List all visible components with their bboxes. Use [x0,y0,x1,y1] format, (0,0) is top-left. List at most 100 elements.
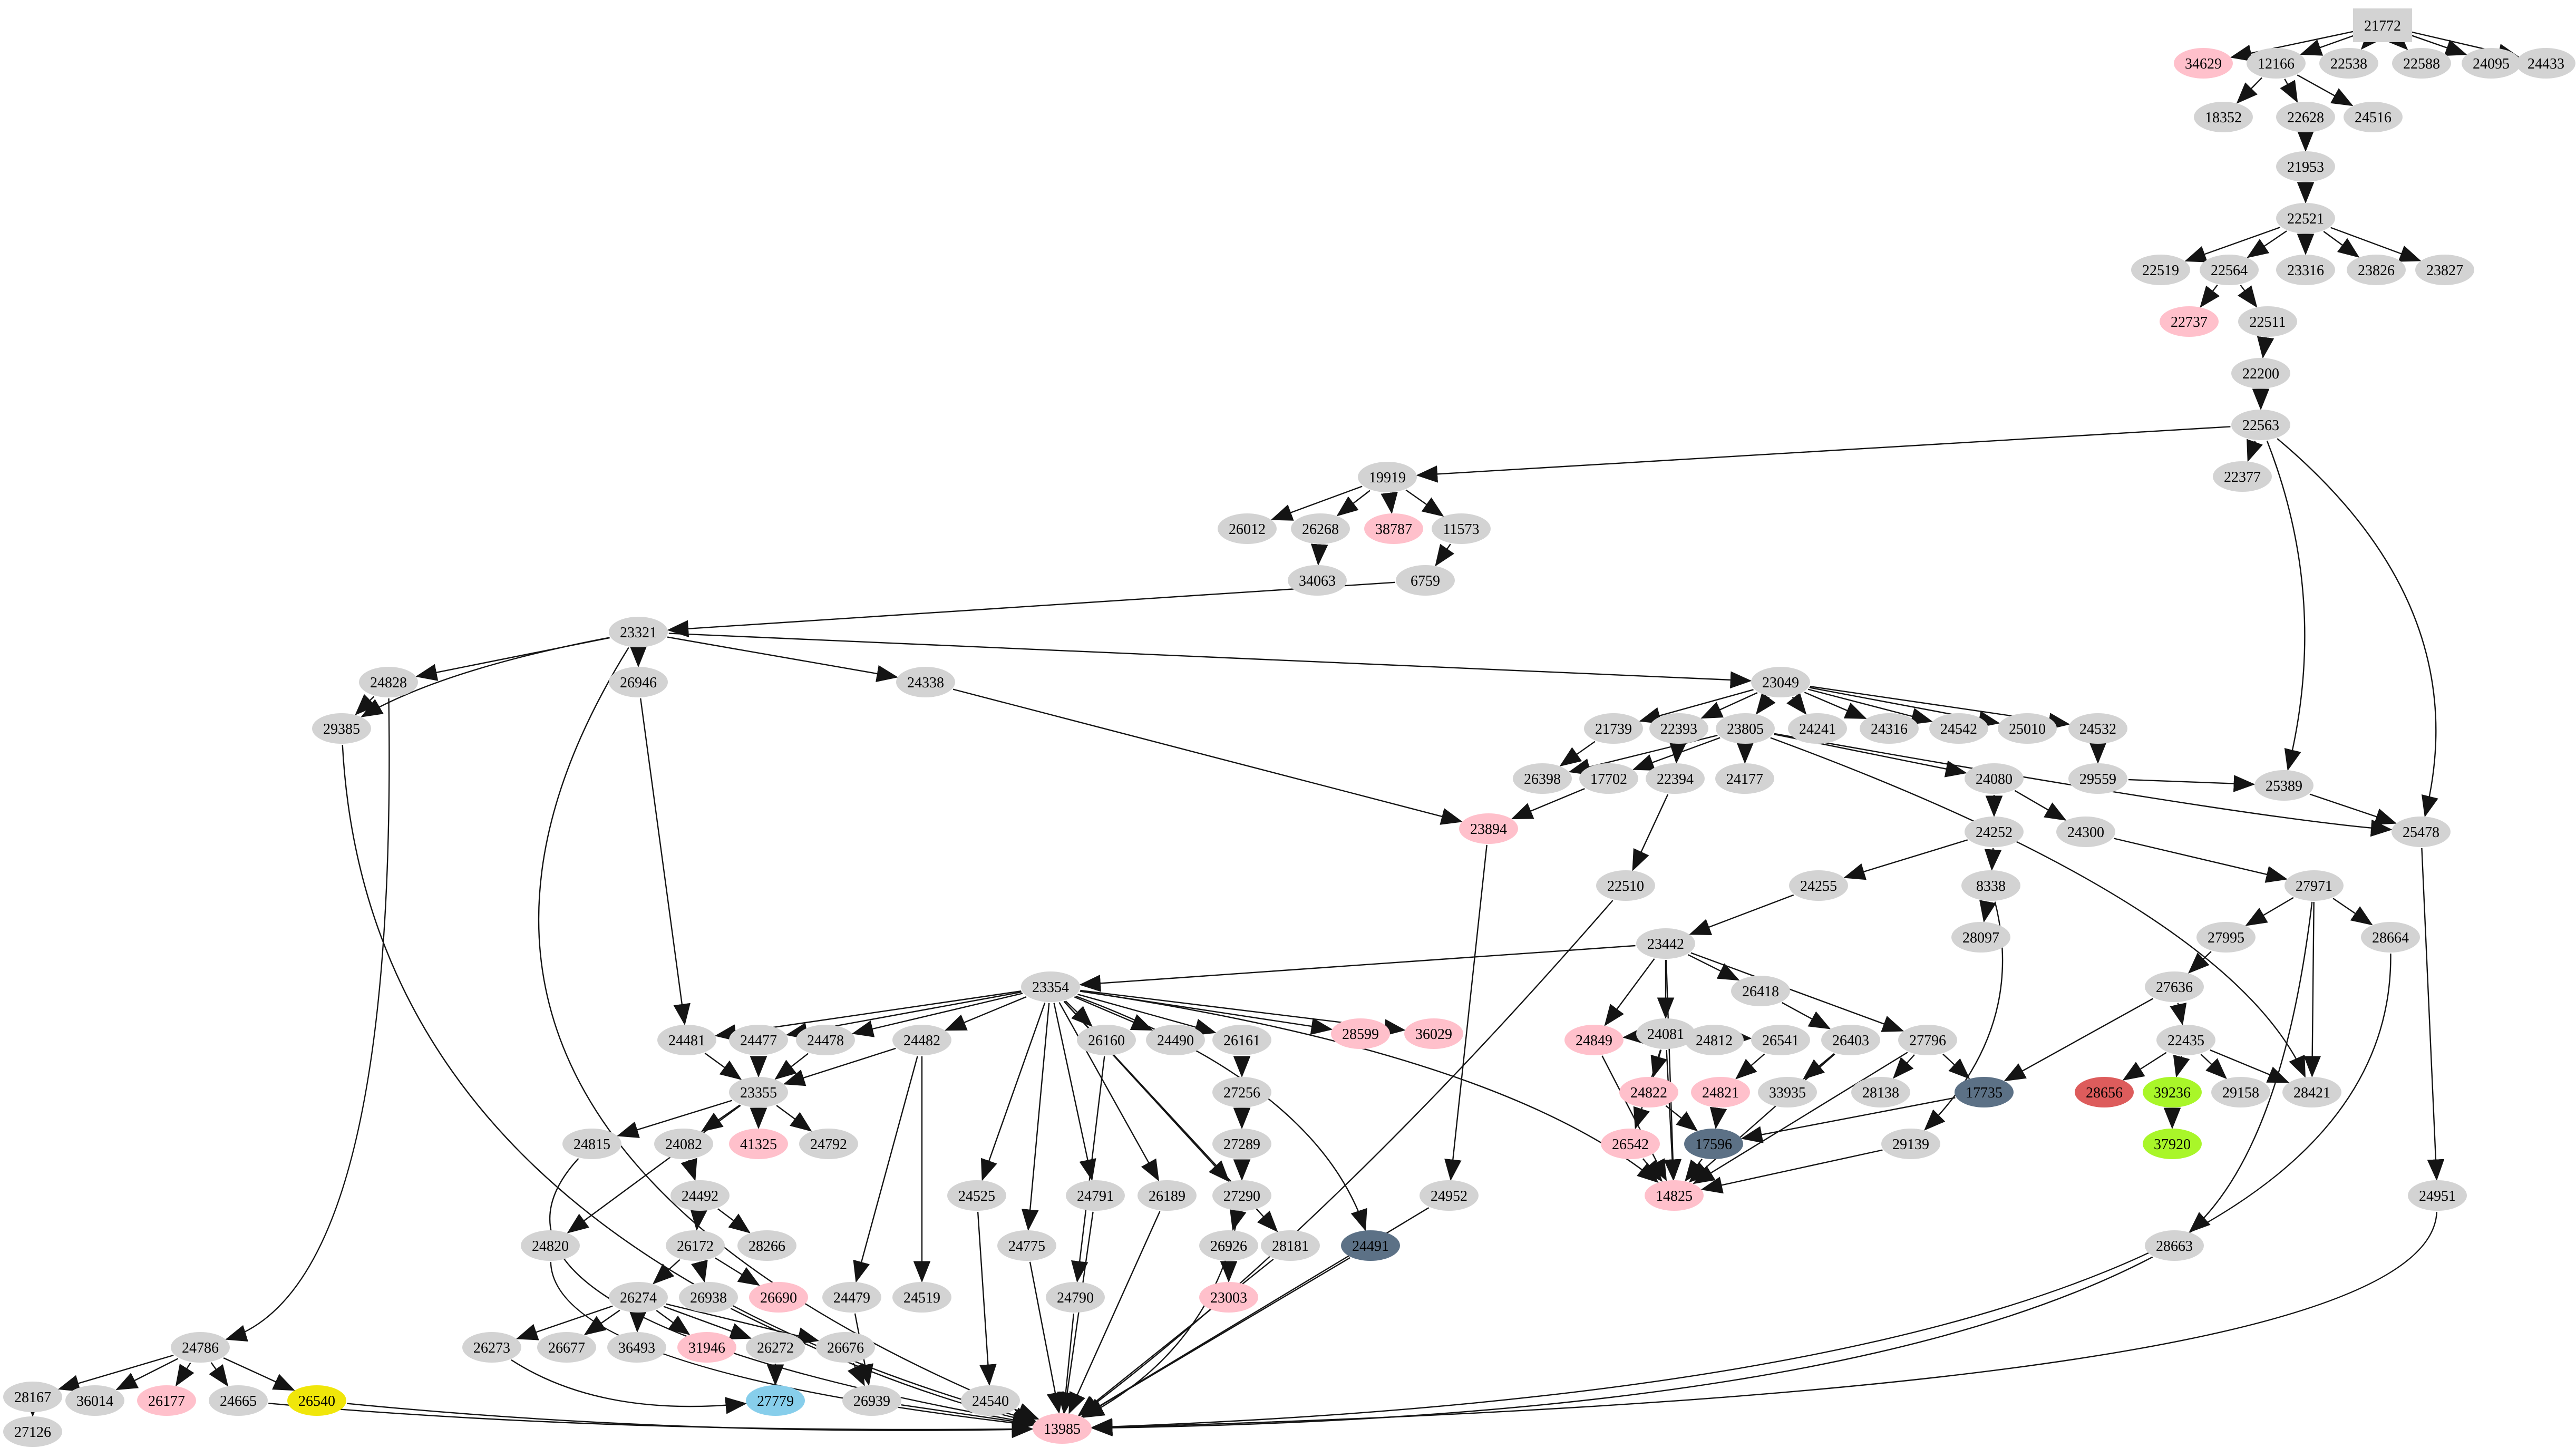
edge-27636-22435 [2170,1003,2187,1026]
node-8338: 8338 [1961,870,2020,901]
node-22377: 22377 [2213,461,2272,492]
node-22519: 22519 [2131,255,2190,285]
node-label: 24525 [958,1188,995,1204]
node-label: 12166 [2258,56,2295,72]
node-label: 24786 [182,1340,219,1356]
node-ellipse-shape [2276,151,2335,182]
node-label: 25389 [2266,778,2302,794]
node-label: 13985 [1044,1421,1081,1437]
edge-12166-22628 [2280,79,2298,103]
edge-23049-21739 [1639,689,1754,724]
edge-24338-23894 [952,688,1463,825]
node-label: 26690 [760,1290,797,1306]
edge-22564-22511 [2238,285,2258,308]
node-label: 22588 [2403,56,2440,72]
node-label: 36014 [76,1393,113,1410]
node-36029: 36029 [1404,1018,1463,1049]
node-ellipse-shape [2415,255,2474,285]
node-26161: 26161 [1212,1025,1271,1055]
node-label: 23316 [2287,263,2324,279]
edge-17596-14825 [1685,1158,1705,1182]
node-label: 24081 [1647,1026,1684,1043]
node-label: 28421 [2293,1085,2330,1101]
node-27779: 27779 [746,1385,805,1416]
node-label: 27971 [2296,878,2332,895]
node-ellipse-shape [1212,1129,1271,1159]
edge-27796-17735 [1942,1053,1970,1080]
node-34063: 34063 [1288,565,1347,596]
node-ellipse-shape [2254,770,2313,801]
node-label: 31946 [688,1340,725,1356]
edge-24786-36014 [115,1358,179,1391]
node-ellipse-shape [521,1230,580,1261]
node-29385: 29385 [312,713,371,744]
node-24821: 24821 [1691,1077,1750,1107]
node-28097: 28097 [1951,922,2010,953]
node-23442: 23442 [1636,928,1695,959]
node-label: 23355 [740,1085,777,1101]
edge-23049-24241 [1786,692,1807,715]
node-label: 27779 [757,1393,794,1410]
node-label: 23442 [1647,936,1684,953]
node-ellipse-shape [2238,306,2297,337]
node-34629: 34629 [2174,48,2233,79]
node-label: 24790 [1057,1290,1094,1306]
node-ellipse-shape [1212,1025,1271,1055]
edge-26172-26274 [652,1259,681,1285]
node-label: 28181 [1272,1238,1309,1255]
edge-24252-24255 [1843,839,1968,880]
node-21739: 21739 [1584,713,1643,744]
node-ellipse-shape [1955,1077,2014,1107]
node-22393: 22393 [1649,713,1708,744]
node-ellipse-shape [2068,763,2127,794]
node-ellipse-shape [312,713,371,744]
node-ellipse-shape [2145,971,2204,1002]
edge-23049-23805 [1755,692,1776,715]
node-ellipse-shape [2068,713,2127,744]
node-ellipse-shape [1860,713,1919,744]
edge-21772-22538 [2360,28,2382,50]
edge-22564-22737 [2200,284,2220,308]
node-ellipse-shape [1199,1230,1258,1261]
node-ellipse-shape [666,1230,725,1261]
node-27995: 27995 [2196,922,2256,953]
node-label: 26403 [1832,1033,1869,1049]
node-label: 28097 [1962,930,1999,946]
edge-23354-24775 [1021,1003,1050,1231]
node-26926: 26926 [1199,1230,1258,1261]
node-label: 21739 [1595,721,1632,737]
node-label: 26676 [827,1340,864,1356]
node-22435: 22435 [2156,1025,2215,1055]
node-label: 26677 [548,1340,585,1356]
node-24433: 24433 [2516,48,2575,79]
edge-26268-34063 [1310,543,1328,566]
node-label: 17702 [1590,771,1627,788]
edge-24082-24492 [681,1158,697,1181]
node-ellipse-shape [2075,1077,2134,1107]
node-24479: 24479 [822,1282,881,1313]
node-ellipse-shape [1731,976,1790,1006]
node-ellipse-shape [2247,48,2306,79]
node-22737: 22737 [2160,306,2219,337]
node-26418: 26418 [1731,976,1790,1006]
node-ellipse-shape [961,1385,1020,1416]
node-ellipse-shape [2143,1129,2202,1159]
node-ellipse-shape [729,1129,788,1159]
edge-12166-18352 [2236,77,2262,104]
node-ellipse-shape [2319,48,2378,79]
node-ellipse-shape [1788,713,1847,744]
node-ellipse-shape [609,617,668,647]
edge-24081-24849 [1622,1027,1645,1044]
node-24951: 24951 [2408,1180,2467,1211]
node-26172: 26172 [666,1230,725,1261]
node-ellipse-shape [1066,1180,1125,1211]
node-label: 25478 [2403,824,2439,841]
node-ellipse-shape [677,1332,736,1363]
node-label: 29139 [1892,1136,1929,1153]
node-label: 24542 [1940,721,1977,737]
node-38787: 38787 [1364,513,1423,544]
edge-26172-26938 [691,1259,708,1283]
node-label: 26189 [1149,1188,1185,1204]
node-ellipse-shape [1288,565,1347,596]
node-label: 33935 [1769,1085,1806,1101]
